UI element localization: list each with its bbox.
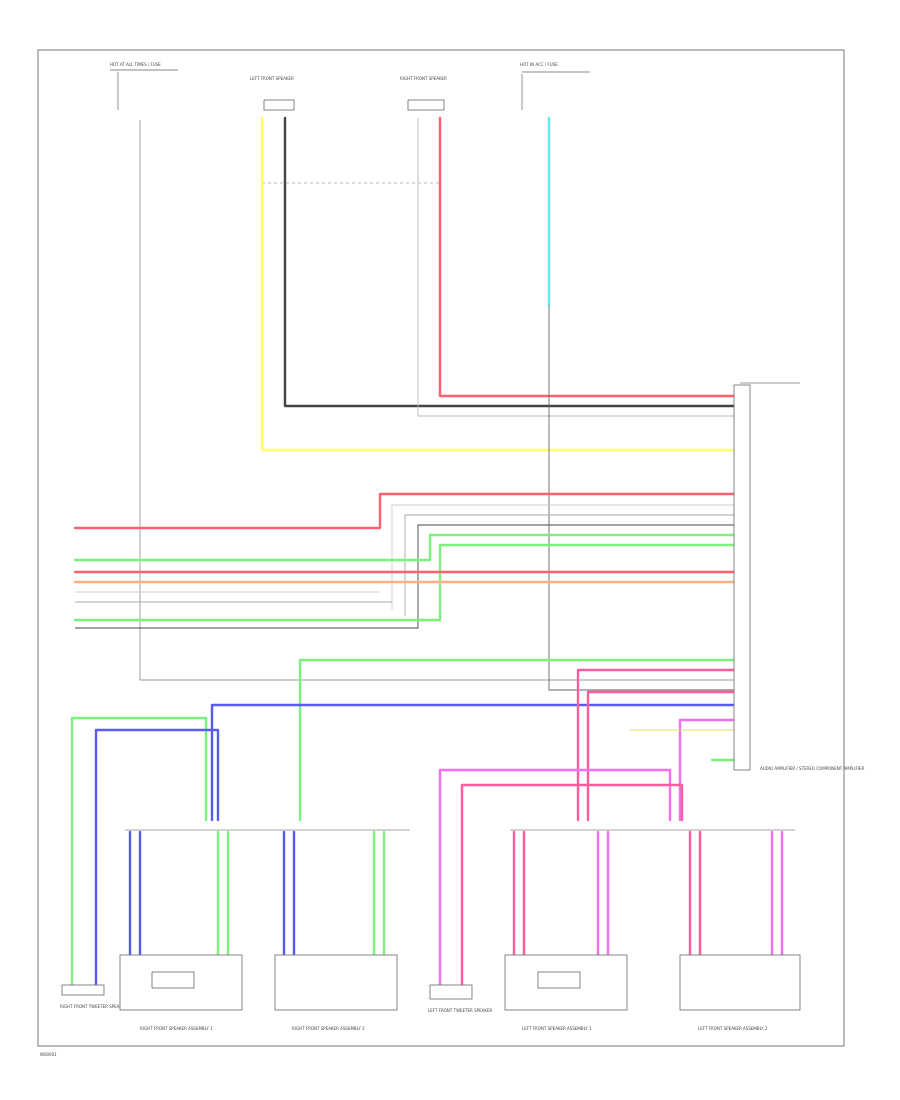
wire-blue bbox=[210, 703, 737, 822]
rf-speaker-2: RIGHT FRONT SPEAKER ASSEMBLY 2 bbox=[274, 954, 398, 1031]
wire-green-low bbox=[298, 658, 737, 822]
top-lf-source: LEFT FRONT SPEAKER bbox=[250, 76, 295, 111]
wire-blue-tweeter bbox=[94, 728, 220, 987]
footer-code: W00001 bbox=[40, 1052, 57, 1057]
rf-drops bbox=[128, 830, 386, 957]
wire-pink-tweeter bbox=[460, 783, 684, 987]
diagram-frame bbox=[37, 49, 845, 1047]
wire-gray-left bbox=[139, 120, 735, 681]
lf-drops bbox=[512, 830, 784, 957]
top-rf-source-label: RIGHT FRONT SPEAKER bbox=[400, 76, 447, 81]
wire-white-mid bbox=[391, 504, 735, 610]
top-right-source: HOT IN ACC / FUSE bbox=[520, 62, 590, 110]
top-right-source-label: HOT IN ACC / FUSE bbox=[520, 62, 558, 67]
rf-tweeter: RIGHT FRONT TWEETER SPEAKER bbox=[60, 984, 128, 1009]
wire-magenta bbox=[678, 718, 737, 822]
wire-red-top bbox=[438, 116, 737, 398]
top-left-source-label: HOT AT ALL TIMES / FUSE bbox=[110, 62, 161, 67]
top-left-source: HOT AT ALL TIMES / FUSE bbox=[110, 62, 178, 110]
wire-yellow bbox=[260, 116, 737, 452]
rf-speaker-2-label: RIGHT FRONT SPEAKER ASSEMBLY 2 bbox=[292, 1026, 365, 1031]
audio-unit-label: AUDIO AMPLIFIER / STEREO COMPONENT AMPLI… bbox=[760, 766, 864, 771]
wire-black-mid bbox=[75, 524, 735, 629]
wire-black bbox=[283, 116, 737, 408]
lf-speaker-2-label: LEFT FRONT SPEAKER ASSEMBLY 2 bbox=[698, 1026, 768, 1031]
wire-green-tweeter bbox=[70, 716, 208, 987]
wire-darkgray bbox=[548, 305, 735, 691]
top-rf-source: RIGHT FRONT SPEAKER bbox=[400, 76, 447, 111]
rf-speaker-1: RIGHT FRONT SPEAKER ASSEMBLY 1 bbox=[119, 954, 243, 1031]
rf-speaker-1-label: RIGHT FRONT SPEAKER ASSEMBLY 1 bbox=[140, 1026, 213, 1031]
wire-green-a bbox=[73, 533, 737, 562]
wire-magenta-tweeter bbox=[438, 768, 672, 987]
wire-pink-b bbox=[586, 690, 737, 822]
lf-tweeter-label: LEFT FRONT TWEETER SPEAKER bbox=[428, 1008, 492, 1013]
lf-speaker-1-label: LEFT FRONT SPEAKER ASSEMBLY 1 bbox=[522, 1026, 592, 1031]
top-lf-source-label: LEFT FRONT SPEAKER bbox=[250, 76, 294, 81]
wire-gray-mid bbox=[404, 514, 735, 616]
lf-tweeter: LEFT FRONT TWEETER SPEAKER bbox=[428, 984, 492, 1013]
lf-speaker-1: LEFT FRONT SPEAKER ASSEMBLY 1 bbox=[504, 954, 628, 1031]
wire-white-top bbox=[417, 118, 735, 417]
lf-speaker-2: LEFT FRONT SPEAKER ASSEMBLY 2 bbox=[679, 954, 801, 1031]
audio-unit: AUDIO AMPLIFIER / STEREO COMPONENT AMPLI… bbox=[733, 382, 864, 771]
rf-tweeter-label: RIGHT FRONT TWEETER SPEAKER bbox=[60, 1004, 128, 1009]
wire-red-mid bbox=[73, 492, 737, 530]
